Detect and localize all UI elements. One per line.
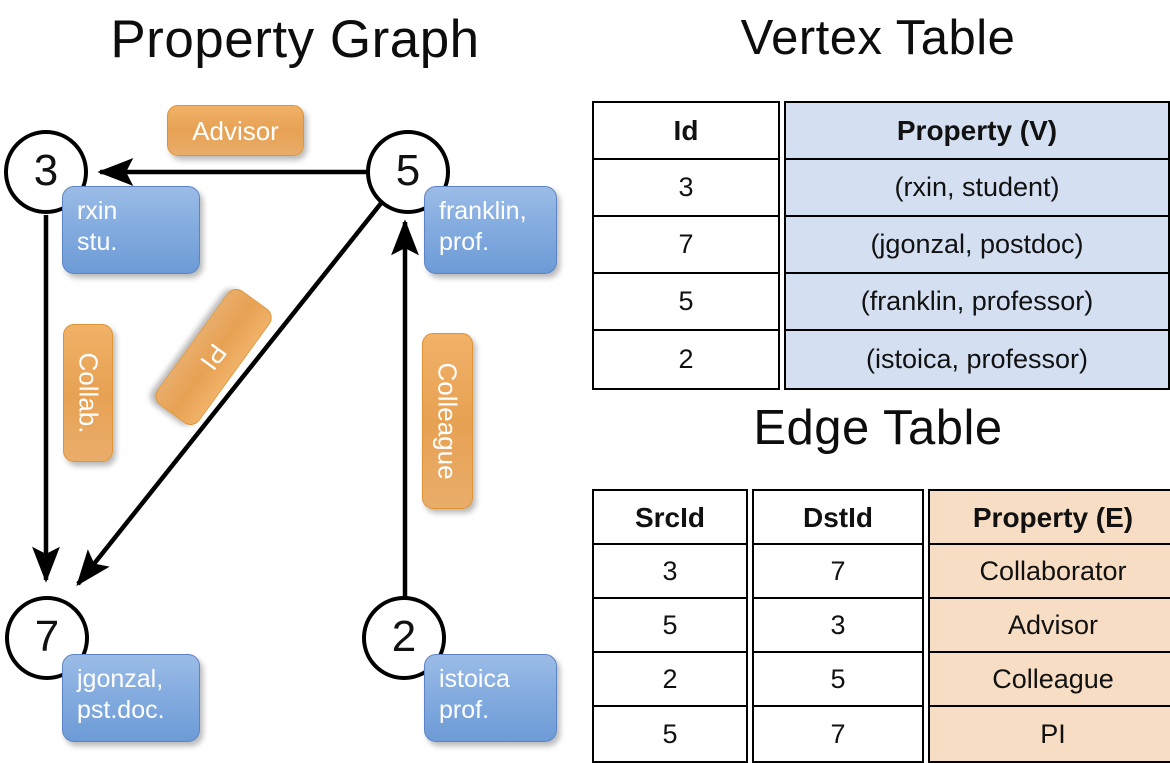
edge-label-colleague: Colleague bbox=[422, 333, 473, 509]
vertex-property-box-istoica: istoica prof. bbox=[424, 654, 557, 742]
vertex-property-line: prof. bbox=[439, 696, 490, 724]
table-cell-dstid: 3 bbox=[754, 599, 922, 653]
table-cell-property: (istoica, professor) bbox=[786, 331, 1168, 388]
edge-table: SrcId 3 5 2 5 DstId 7 3 5 7 Property (E)… bbox=[592, 489, 1170, 763]
vertex-id-label: 3 bbox=[33, 146, 59, 195]
edge-table-srcid-column: SrcId 3 5 2 5 bbox=[592, 489, 748, 763]
column-header-property-v: Property (V) bbox=[786, 103, 1168, 160]
table-cell-property: Collaborator bbox=[930, 545, 1170, 599]
table-cell-srcid: 3 bbox=[594, 545, 746, 599]
vertex-table: Id 3 7 5 2 Property (V) (rxin, student) … bbox=[592, 101, 1170, 390]
table-cell-dstid: 5 bbox=[754, 653, 922, 707]
table-cell-property: (rxin, student) bbox=[786, 160, 1168, 217]
edge-label-text: Collab. bbox=[73, 352, 103, 434]
edge-label-advisor: Advisor bbox=[167, 105, 304, 156]
edge-line-pi bbox=[76, 200, 384, 587]
vertex-property-box-rxin: rxin stu. bbox=[62, 186, 200, 274]
edge-label-text: Colleague bbox=[432, 362, 463, 480]
vertex-id-label: 2 bbox=[391, 612, 417, 661]
vertex-node-2[interactable]: 2 bbox=[362, 596, 446, 680]
table-cell-dstid: 7 bbox=[754, 545, 922, 599]
table-cell-property: (jgonzal, postdoc) bbox=[786, 217, 1168, 274]
table-cell-srcid: 5 bbox=[594, 599, 746, 653]
vertex-table-id-column: Id 3 7 5 2 bbox=[592, 101, 780, 390]
table-cell-property: Colleague bbox=[930, 653, 1170, 707]
vertex-property-box-franklin: franklin, prof. bbox=[424, 186, 557, 274]
table-cell-property: PI bbox=[930, 707, 1170, 761]
page-title-edge-table: Edge Table bbox=[753, 401, 1003, 455]
table-cell-property: Advisor bbox=[930, 599, 1170, 653]
edge-table-property-column: Property (E) Collaborator Advisor Collea… bbox=[928, 489, 1170, 763]
vertex-property-line: rxin bbox=[77, 197, 118, 225]
page-title-property-graph: Property Graph bbox=[110, 10, 480, 69]
graph-edge-lines bbox=[32, 158, 419, 600]
edge-label-collab: Collab. bbox=[63, 324, 113, 462]
vertex-property-line: istoica bbox=[439, 665, 510, 693]
table-cell-dstid: 7 bbox=[830, 718, 846, 749]
table-cell-property: (franklin, professor) bbox=[786, 274, 1168, 331]
column-header-id: Id bbox=[594, 103, 778, 160]
property-graph-diagram: 3 5 7 2 rxin stu. franklin, prof. jgonza… bbox=[4, 105, 557, 742]
page-title-vertex-table: Vertex Table bbox=[740, 11, 1016, 65]
vertex-table-property-column: Property (V) (rxin, student) (jgonzal, p… bbox=[784, 101, 1170, 390]
edge-label-text: PI bbox=[194, 338, 233, 376]
table-cell-id: 5 bbox=[594, 274, 778, 331]
vertex-property-line: jgonzal, bbox=[77, 665, 164, 693]
table-cell-id: 2 bbox=[678, 344, 694, 374]
table-cell-srcid: 2 bbox=[594, 653, 746, 707]
vertex-property-box-jgonzal: jgonzal, pst.doc. bbox=[62, 654, 200, 742]
vertex-id-label: 5 bbox=[395, 146, 421, 195]
column-header-dstid: DstId bbox=[754, 491, 922, 545]
vertex-property-line: franklin, bbox=[439, 197, 527, 225]
table-cell-id: 7 bbox=[594, 217, 778, 274]
vertex-property-line: prof. bbox=[439, 228, 490, 256]
column-header-property-e: Property (E) bbox=[930, 491, 1170, 545]
edge-table-dstid-column: DstId 7 3 5 7 bbox=[752, 489, 924, 763]
table-cell-srcid: 5 bbox=[662, 718, 678, 749]
column-header-srcid: SrcId bbox=[594, 491, 746, 545]
vertex-property-line: stu. bbox=[77, 228, 118, 256]
table-cell-id: 3 bbox=[594, 160, 778, 217]
vertex-id-label: 7 bbox=[34, 612, 60, 661]
vertex-property-line: pst.doc. bbox=[77, 696, 165, 724]
edge-label-text: Advisor bbox=[192, 115, 279, 146]
vertex-node-5[interactable]: 5 bbox=[366, 130, 450, 214]
